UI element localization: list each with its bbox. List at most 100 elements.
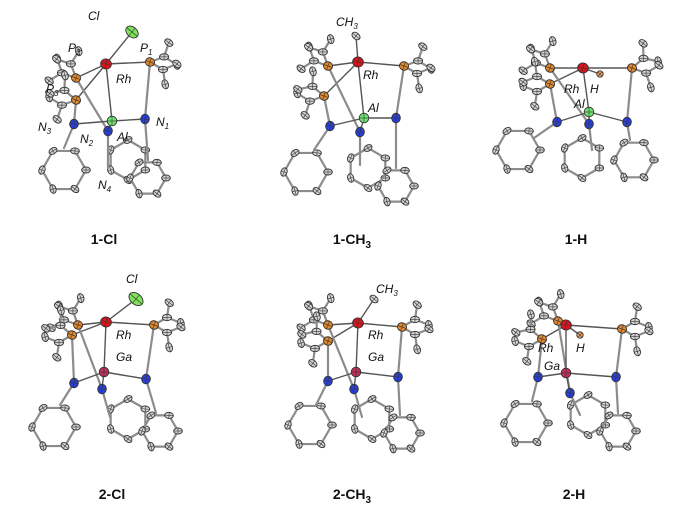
atom-label-rh: Rh: [538, 341, 554, 355]
carbon-atom: [389, 443, 397, 454]
carbon-atom: [294, 402, 304, 410]
bond: [105, 63, 113, 122]
molecule-1-h: [492, 36, 664, 183]
carbon-atom: [304, 97, 315, 105]
carbon-atom: [317, 307, 328, 315]
carbon-atom: [126, 173, 134, 183]
carbon-atom: [411, 69, 423, 78]
carbon-atom: [280, 167, 288, 177]
phosphorus-atom: [70, 73, 82, 83]
bond: [582, 67, 590, 113]
carbon-atom: [363, 183, 373, 193]
carbon-atom: [492, 145, 500, 155]
aluminum-atom: [106, 115, 118, 127]
carbon-atom: [413, 344, 421, 355]
carbon-atom: [367, 395, 377, 403]
carbon-atom: [326, 293, 335, 304]
carbon-atom: [631, 427, 641, 435]
atom-label-cl: Cl: [88, 9, 100, 23]
rhodium-atom: [100, 58, 112, 70]
carbon-atom: [293, 85, 303, 94]
carbon-atom: [524, 127, 534, 135]
carbon-atom: [547, 303, 558, 311]
carbon-atom: [629, 332, 641, 341]
phosphorus-atom: [72, 320, 84, 330]
carbon-atom: [44, 76, 54, 85]
bond: [396, 375, 402, 417]
carbon-atom: [55, 321, 66, 330]
bond: [323, 61, 359, 97]
molecule-1-ch3: [280, 31, 436, 207]
bond: [326, 64, 362, 134]
carbon-atom: [140, 146, 151, 154]
bond: [614, 375, 620, 415]
carbon-atom: [45, 89, 55, 98]
carbon-atom: [138, 426, 146, 436]
nitrogen-atom: [533, 371, 543, 383]
carbon-atom: [539, 50, 550, 58]
carbon-atom: [654, 61, 664, 70]
gallium-atom: [98, 366, 110, 378]
carbon-atom: [161, 313, 173, 322]
phosphorus-atom: [322, 61, 334, 71]
phosphorus-atom: [144, 57, 156, 67]
nitrogen-atom: [97, 383, 107, 395]
carbon-atom: [649, 156, 659, 164]
carbon-atom: [500, 418, 508, 428]
carbon-atom: [522, 357, 532, 366]
carbon-atom: [566, 400, 575, 410]
carbon-atom: [164, 298, 174, 307]
carbon-atom: [380, 428, 388, 438]
nitrogen-atom: [391, 112, 401, 124]
carbon-atom: [291, 186, 299, 196]
carbon-atom: [164, 38, 174, 47]
carbon-atom: [548, 36, 557, 47]
molecule-2-ch3: [284, 293, 434, 454]
carbon-atom: [140, 166, 151, 174]
carbon-atom: [290, 149, 300, 157]
carbon-atom: [409, 182, 419, 190]
carbon-atom: [311, 327, 322, 336]
bond: [565, 324, 623, 330]
carbon-atom: [146, 411, 156, 420]
aluminum-atom: [358, 112, 370, 124]
carbon-atom: [61, 70, 69, 81]
carbon-atom: [639, 173, 649, 182]
carbon-atom: [313, 311, 321, 322]
methyl-carbon-atom: [351, 31, 361, 41]
bond: [103, 321, 107, 373]
nitrogen-atom: [69, 377, 79, 389]
carbon-atom: [123, 395, 133, 403]
carbon-atom: [424, 324, 434, 334]
carbon-atom: [415, 83, 423, 94]
carbon-atom: [161, 174, 171, 182]
carbon-atom: [326, 34, 335, 45]
carbon-atom: [39, 441, 47, 451]
carbon-atom: [76, 293, 85, 304]
molecule-1-cl: [38, 25, 182, 199]
nitrogen-atom: [584, 118, 594, 130]
carbon-atom: [308, 57, 319, 65]
bond: [549, 67, 584, 85]
carbon-atom: [415, 429, 425, 437]
atom-label-h: H: [590, 82, 599, 96]
atom-label-n2: N2: [80, 132, 94, 148]
bond: [536, 337, 544, 379]
nitrogen-atom: [69, 118, 79, 130]
bond: [73, 120, 113, 125]
carbon-atom: [296, 323, 306, 332]
carbon-atom: [583, 430, 593, 440]
chlorine-atom: [125, 25, 139, 39]
carbon-atom: [511, 336, 519, 346]
nitrogen-atom: [552, 116, 562, 128]
carbon-atom: [164, 442, 174, 451]
nitrogen-atom: [355, 126, 365, 138]
carbon-atom: [518, 66, 528, 75]
carbon-atom: [161, 79, 169, 90]
nitrogen-atom: [622, 116, 632, 128]
phosphorus-atom: [552, 316, 564, 326]
phosphorus-atom: [536, 334, 548, 344]
carbon-atom: [633, 346, 641, 357]
